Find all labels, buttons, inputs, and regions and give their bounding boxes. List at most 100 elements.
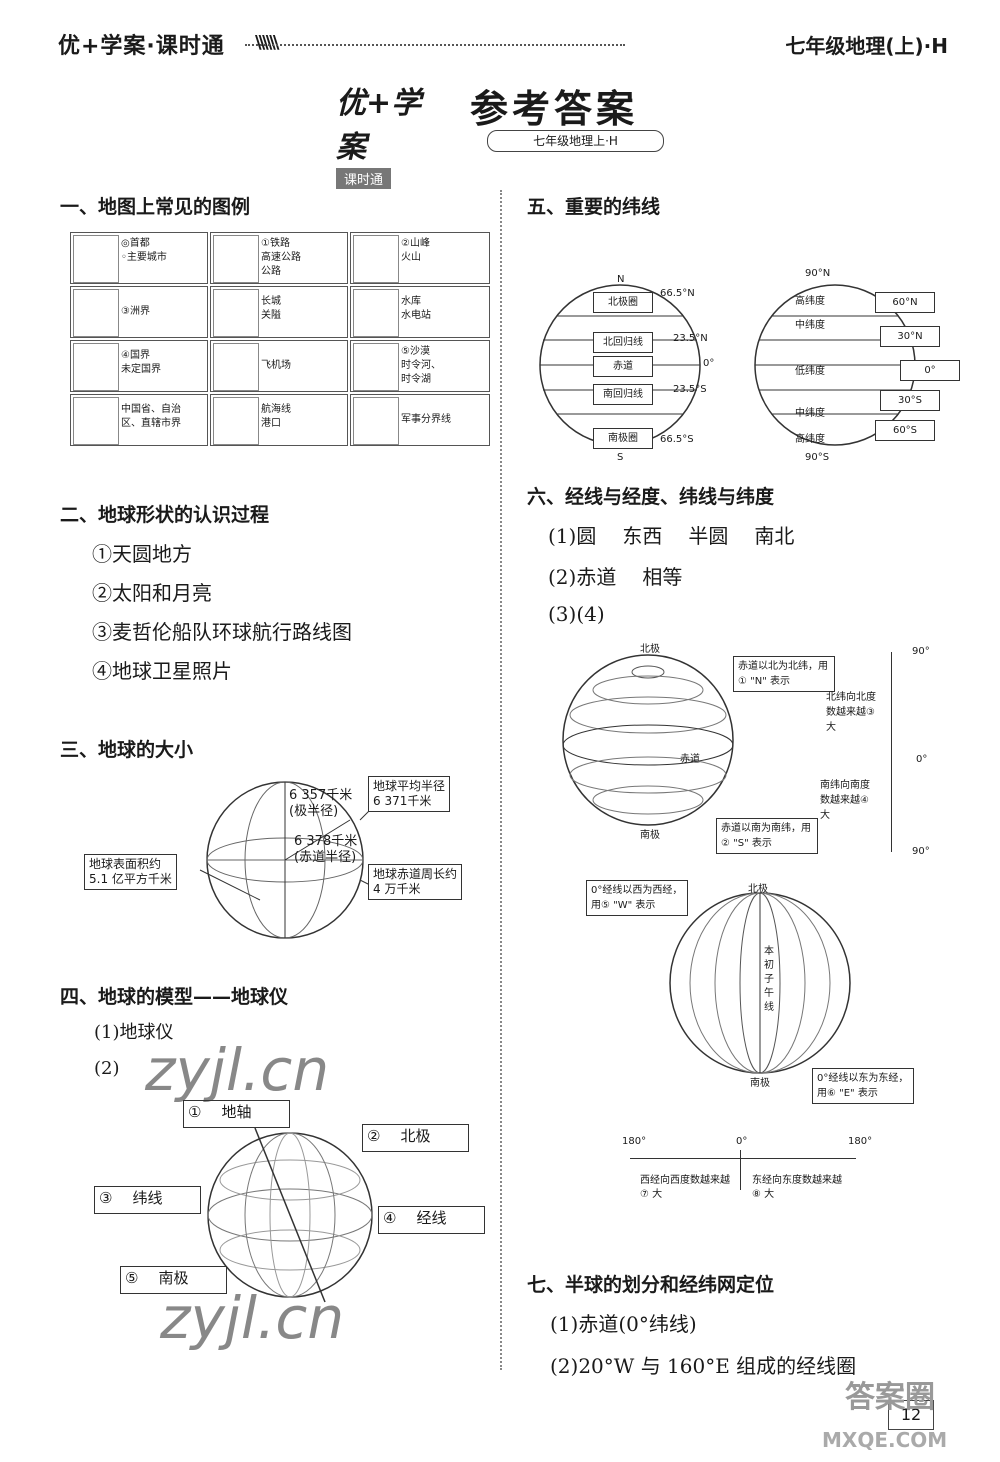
stamp: 答案圈 — [845, 1380, 935, 1415]
equatorial-radius: 6 378千米(赤道半径) — [294, 834, 358, 865]
sec2-answer-3: ③麦哲伦船队环球航行路线图 — [92, 620, 352, 644]
zone-label: 高纬度 — [795, 434, 825, 445]
lat-box: 60°S — [875, 420, 935, 441]
lat-box: 60°N — [875, 292, 935, 313]
lat-value: 66.5°S — [660, 434, 694, 445]
note-east: 0°经线以东为东经，用⑥ "E" 表示 — [812, 1068, 914, 1104]
sec4-answer-1: (1)地球仪 — [94, 1022, 174, 1043]
south-increase: 南纬向南度数越来越④ 大 — [820, 780, 870, 821]
north-label: N — [617, 274, 625, 285]
bottom-label: 90°S — [805, 452, 830, 463]
axis-mid: 0° — [736, 1136, 748, 1147]
lat-value: 66.5°N — [660, 288, 695, 299]
legend-cell-12: 军事分界线 — [350, 394, 490, 446]
lat-box: 30°N — [880, 326, 940, 347]
legend-cell-8: 飞机场 — [210, 340, 348, 392]
equator-label: 赤道 — [680, 754, 700, 765]
logo-sub: 课时通 — [336, 168, 392, 189]
prime-meridian-label: 本初子午线 — [764, 946, 774, 1013]
legend-map — [213, 235, 259, 283]
logo-text: 优+学案 — [336, 86, 422, 165]
tropic-capricorn-label: 南回归线 — [593, 384, 653, 405]
lat-value: 23.5°S — [673, 384, 707, 395]
note-west: 0°经线以西为西经，用⑤ "W" 表示 — [586, 880, 688, 916]
latitude-globe — [562, 654, 734, 826]
legend-map — [73, 343, 119, 391]
legend-map — [353, 343, 399, 391]
south-pole-label-2: 南极 — [750, 1078, 770, 1089]
legend-map — [73, 289, 119, 337]
legend-cell-11: 航海线港口 — [210, 394, 348, 446]
zone-label: 中纬度 — [795, 408, 825, 419]
legend-map — [353, 397, 399, 445]
sec2-answer-4: ④地球卫星照片 — [92, 659, 232, 683]
sec2-answer-1: ①天圆地方 — [92, 542, 192, 566]
legend-cell-5: 长城关隘 — [210, 286, 348, 338]
north-increase: 北纬向北度数越来越③ 大 — [826, 692, 876, 733]
header-divider — [245, 44, 625, 46]
page-number: 12 — [888, 1400, 934, 1430]
sec6-answer-3: (3)(4) — [548, 602, 605, 626]
legend-cell-7: ④国界未定国界 — [70, 340, 208, 392]
south-label: S — [617, 452, 624, 463]
axis-left: 180° — [622, 1136, 647, 1147]
north-pole-label-2: 北极 — [748, 884, 768, 895]
legend-map — [73, 235, 119, 283]
east-increase: 东经向东度数越来越⑧ 大 — [752, 1175, 842, 1200]
sec2-heading: 二、地球形状的认识过程 — [60, 504, 270, 526]
legend-map — [213, 397, 259, 445]
note-south: 赤道以南为南纬，用② "S" 表示 — [716, 818, 818, 854]
lat-scale — [891, 652, 892, 852]
sec4-heading: 四、地球的模型——地球仪 — [60, 986, 289, 1008]
sec6-heading: 六、经线与经度、纬线与纬度 — [527, 486, 775, 508]
tropic-cancer-label: 北回归线 — [593, 332, 653, 353]
sec3-heading: 三、地球的大小 — [60, 739, 194, 761]
legend-cell-1: ◎首都◦主要城市 — [70, 232, 208, 284]
west-increase: 西经向西度数越来越⑦ 大 — [640, 1175, 730, 1200]
lat-value: 23.5°N — [673, 333, 708, 344]
sec6-answer-2: (2)赤道相等 — [548, 565, 683, 589]
note-north: 赤道以北为北纬，用① "N" 表示 — [733, 656, 835, 692]
longitude-globe — [669, 892, 851, 1074]
watermark-2: zyjl.cn — [160, 1284, 345, 1352]
zone-label: 中纬度 — [795, 320, 825, 331]
legend-map — [353, 235, 399, 283]
sec7-answer-1: (1)赤道(0°纬线) — [550, 1312, 697, 1336]
sec4-answer-2: (2) — [94, 1058, 120, 1079]
sec7-answer-2: (2)20°W 与 160°E 组成的经线圈 — [550, 1354, 857, 1378]
south-pole-label: 南极 — [640, 830, 660, 841]
legend-map — [353, 289, 399, 337]
lat-value: 0° — [703, 358, 715, 369]
arctic-circle-label: 北极圈 — [593, 292, 653, 313]
globe-model-diagram — [207, 1127, 373, 1303]
legend-cell-10: 中国省、自治区、直辖市界 — [70, 394, 208, 446]
sec1-heading: 一、地图上常见的图例 — [60, 196, 251, 218]
north-pole-label: 北极 — [640, 644, 660, 655]
watermark-1: zyjl.cn — [145, 1036, 330, 1104]
legend-map — [213, 343, 259, 391]
sec2-answer-2: ②太阳和月亮 — [92, 581, 212, 605]
top-label: 90°N — [805, 268, 831, 279]
axis-right: 180° — [848, 1136, 873, 1147]
equator-label: 赤道 — [593, 356, 653, 377]
legend-cell-4: ③洲界 — [70, 286, 208, 338]
earth-size-diagram — [199, 781, 381, 939]
lon-axis-mid — [740, 1150, 741, 1190]
legend-cell-3: ②山峰火山 — [350, 232, 490, 284]
zone-label: 低纬度 — [795, 366, 825, 377]
sec7-heading: 七、半球的划分和经纬网定位 — [527, 1274, 775, 1296]
zone-label: 高纬度 — [795, 296, 825, 307]
legend-map — [213, 289, 259, 337]
site-watermark: MXQE.COM — [822, 1428, 948, 1452]
antarctic-circle-label: 南极圈 — [593, 428, 653, 449]
legend-cell-2: ①铁路高速公路公路 — [210, 232, 348, 284]
sec6-answer-1: (1)圆东西半圆南北 — [548, 524, 795, 548]
header-book: 七年级地理(上)·H — [785, 34, 948, 58]
page-subtitle: 七年级地理上·H — [487, 130, 664, 152]
legend-map — [73, 397, 119, 445]
